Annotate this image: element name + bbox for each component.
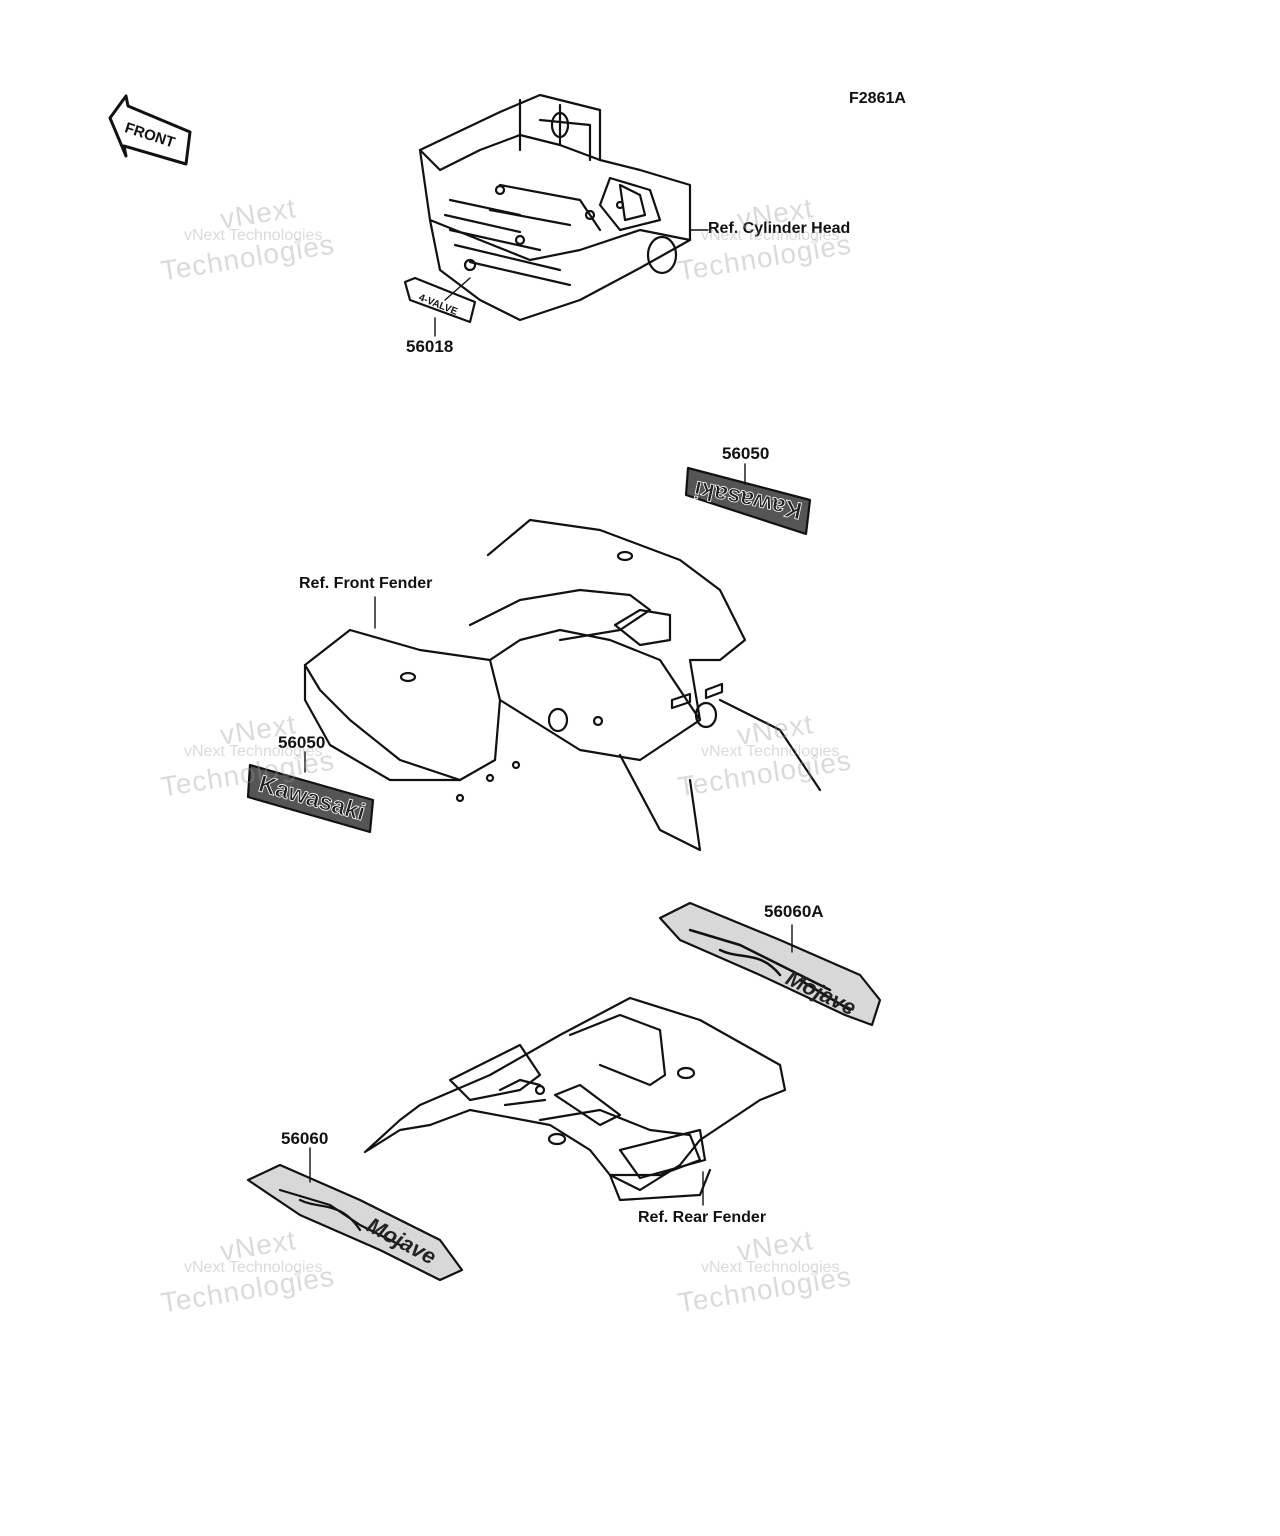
part-number-56060: 56060 [281,1129,329,1148]
ref-rear-fender: Ref. Rear Fender [638,1209,767,1226]
ref-front-fender: Ref. Front Fender [299,575,433,592]
ref-cylinder-head: Ref. Cylinder Head [708,220,851,237]
kawasaki-emblem-top: Kawasaki [684,463,812,536]
four-valve-emblem: 4-VALVE [403,276,477,337]
emblem-left-text: Kawasaki [256,770,369,826]
part-number-56018: 56018 [406,337,454,356]
part-number-56050-top: 56050 [722,444,770,463]
part-number-56060a: 56060A [764,902,824,921]
mojave-decal-right: Mojave [658,901,882,1027]
emblem-top-text: Kawasaki [692,475,805,524]
front-fender-drawing [303,518,822,852]
front-arrow-icon: FRONT [108,94,192,166]
part-number-56050-left: 56050 [278,733,326,752]
mojave-decal-left: Mojave [246,1147,464,1282]
cylinder-head-drawing [418,93,709,322]
rear-fender-drawing [363,996,787,1206]
drawing-code: F2861A [849,90,906,107]
kawasaki-emblem-left: Kawasaki [246,751,375,834]
